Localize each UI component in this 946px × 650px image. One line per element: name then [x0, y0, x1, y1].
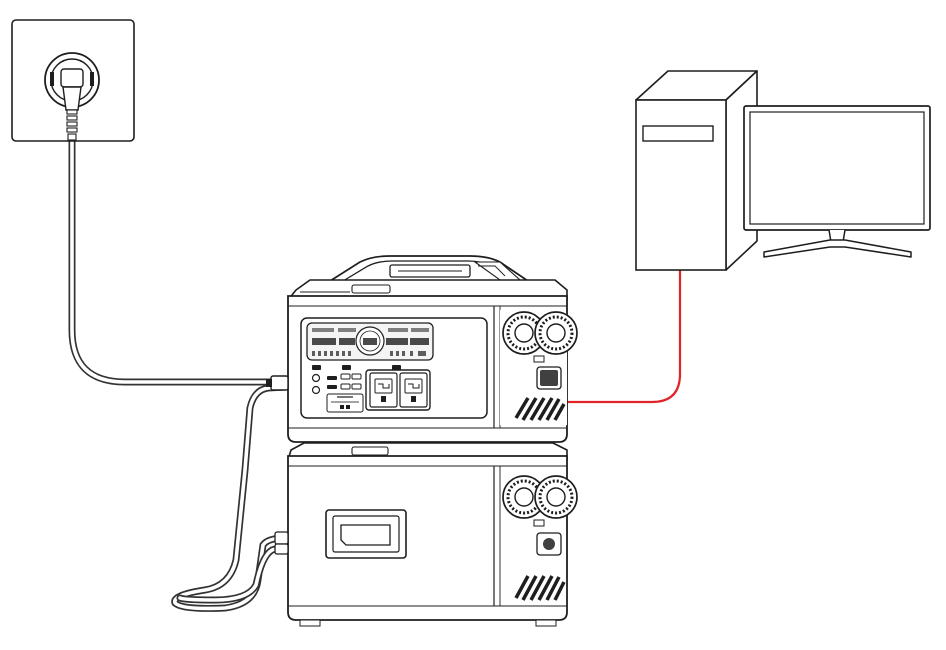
input-port-area: [326, 393, 364, 413]
battery-pack-icon: [274, 442, 578, 627]
desktop-tower-icon: [635, 70, 758, 271]
expansion-cable: [171, 383, 289, 612]
power-station: [266, 255, 578, 443]
lcd-display: [306, 322, 434, 361]
expansion-battery: [274, 442, 578, 627]
monitor-icon: [743, 105, 931, 258]
power-station-icon: [266, 255, 578, 443]
carry-handle: [329, 255, 529, 282]
control-panel: [300, 317, 488, 419]
ac-outlets: [365, 369, 431, 411]
ac-input-cable: [68, 136, 289, 386]
battery-grip: [325, 509, 407, 559]
monitor: [743, 105, 931, 258]
battery-cooling-fans: [502, 475, 578, 601]
cooling-fans: [500, 310, 578, 425]
wall-socket-plug-icon: [44, 52, 100, 141]
ac-input-port: [266, 375, 289, 391]
wall-outlet: [11, 19, 135, 142]
computer-tower: [635, 70, 758, 271]
expansion-ports: [274, 531, 289, 555]
usb-ports: [311, 365, 401, 395]
output-cable-red: [565, 268, 682, 404]
